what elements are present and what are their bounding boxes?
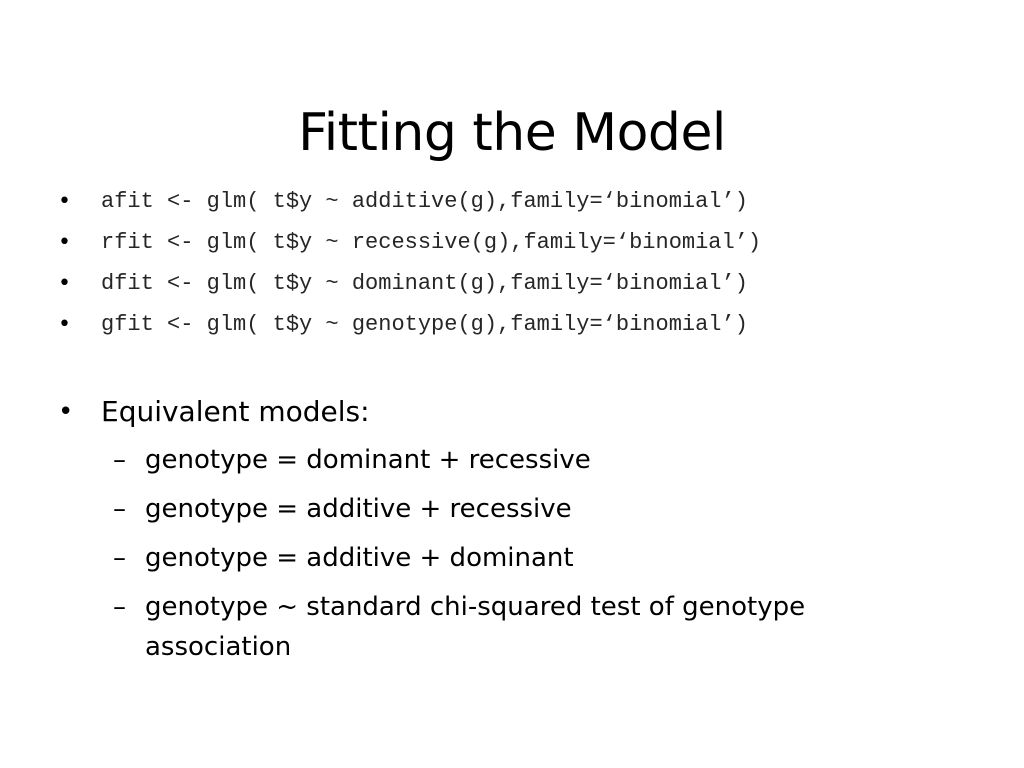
list-item-text: genotype ~ standard chi-squared test of … [145, 592, 806, 662]
code-line-rfit: • rfit <- glm( t$y ~ recessive(g),family… [58, 225, 761, 266]
equivalent-models-section: • Equivalent models: – genotype = domina… [58, 392, 885, 676]
code-text: afit <- glm( t$y ~ additive(g),family=‘b… [101, 189, 748, 214]
slide-title: Fitting the Model [298, 102, 726, 163]
dash-icon: – [113, 445, 126, 475]
code-line-gfit: • gfit <- glm( t$y ~ genotype(g),family=… [58, 307, 761, 348]
list-item: – genotype = additive + dominant [113, 538, 885, 578]
equivalent-models-list: – genotype = dominant + recessive – geno… [113, 440, 885, 667]
list-item-text: genotype = additive + recessive [145, 494, 572, 524]
bullet-icon: • [58, 271, 71, 296]
list-item: – genotype = additive + recessive [113, 489, 885, 529]
list-item-text: genotype = dominant + recessive [145, 445, 591, 475]
bullet-icon: • [58, 312, 71, 337]
code-bullet-list: • afit <- glm( t$y ~ additive(g),family=… [58, 184, 761, 348]
bullet-icon: • [58, 230, 71, 255]
heading-text: Equivalent models: [101, 395, 370, 428]
list-item-text: genotype = additive + dominant [145, 543, 574, 573]
code-text: rfit <- glm( t$y ~ recessive(g),family=‘… [101, 230, 762, 255]
code-line-dfit: • dfit <- glm( t$y ~ dominant(g),family=… [58, 266, 761, 307]
dash-icon: – [113, 543, 126, 573]
equivalent-models-heading: • Equivalent models: [58, 392, 885, 432]
list-item: – genotype = dominant + recessive [113, 440, 885, 480]
code-text: dfit <- glm( t$y ~ dominant(g),family=‘b… [101, 271, 748, 296]
bullet-icon: • [58, 397, 74, 427]
list-item: – genotype ~ standard chi-squared test o… [113, 587, 885, 667]
code-line-afit: • afit <- glm( t$y ~ additive(g),family=… [58, 184, 761, 225]
code-text: gfit <- glm( t$y ~ genotype(g),family=‘b… [101, 312, 748, 337]
dash-icon: – [113, 494, 126, 524]
dash-icon: – [113, 592, 126, 622]
bullet-icon: • [58, 189, 71, 214]
